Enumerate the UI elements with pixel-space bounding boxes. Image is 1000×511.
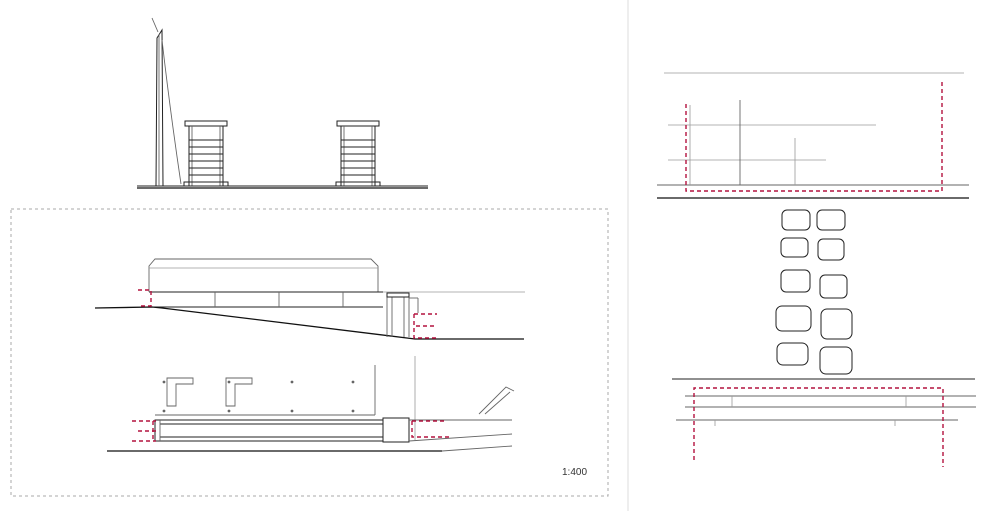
section-view	[94, 258, 525, 340]
mast	[151, 17, 182, 187]
tower-left	[183, 120, 229, 187]
plan-view	[107, 356, 515, 452]
highlight-marker	[132, 420, 450, 442]
right-section-view	[657, 72, 969, 199]
highlight-marker	[693, 387, 944, 467]
detail-frame	[10, 208, 609, 497]
tower-right	[335, 120, 381, 187]
right-bottom-section	[672, 378, 976, 467]
terrain-line	[94, 306, 524, 340]
elevation-view	[137, 17, 428, 189]
highlight-marker	[685, 80, 943, 192]
stepping-stones-plan	[775, 209, 853, 375]
highlight-marker	[138, 289, 437, 339]
scale-label: 1:400	[562, 467, 588, 478]
